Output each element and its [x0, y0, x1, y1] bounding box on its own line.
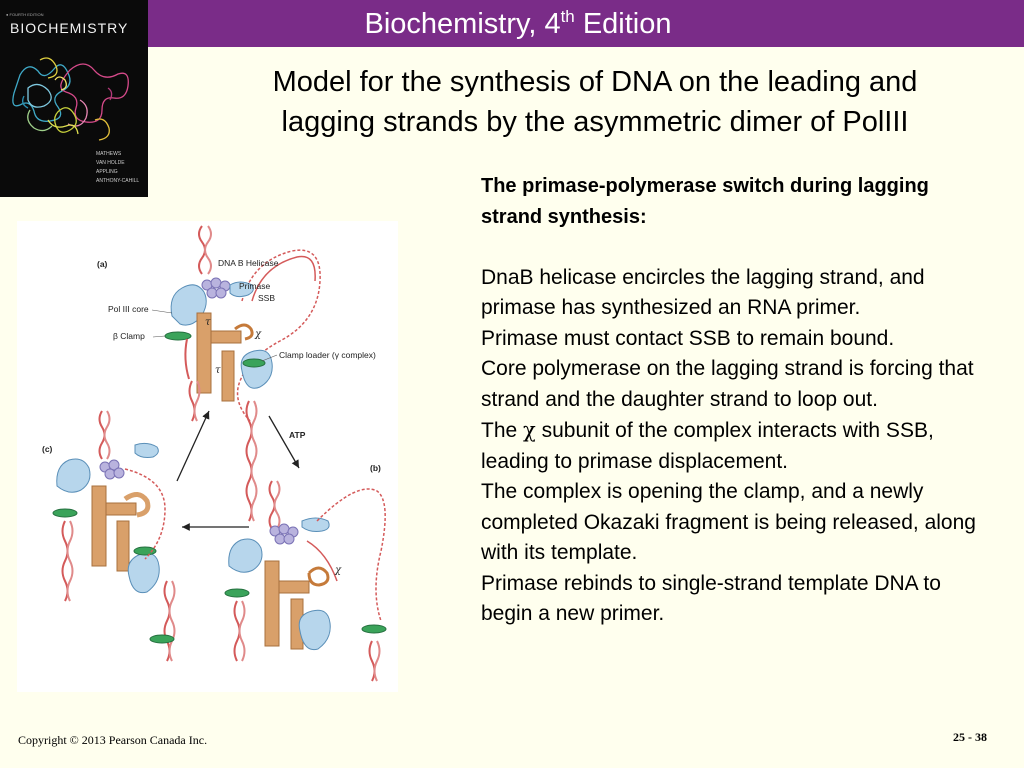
header-title-text: Biochemistry, 4 [364, 8, 561, 40]
paragraph: The χ subunit of the complex interacts w… [481, 415, 981, 477]
cover-author: VAN HOLDE [96, 160, 125, 166]
paragraph-text: subunit of the complex interacts with SS… [481, 419, 934, 473]
paragraph: DnaB helicase encircles the lagging stra… [481, 265, 925, 320]
header-title: Biochemistry, 4th Edition [148, 4, 888, 44]
chi-label-b: χ [334, 565, 342, 576]
panel-a-diagram: τ τ χ [164, 225, 321, 522]
paragraph: Primase rebinds to single-strand templat… [481, 571, 941, 626]
header-title-edition: Edition [574, 8, 672, 40]
label-atp: ATP [289, 430, 306, 440]
tau-label-a2: τ [215, 365, 221, 376]
header-title-superscript: th [560, 7, 575, 26]
cover-edition-label: ● FOURTH EDITION [6, 12, 44, 17]
panel-b-label: (b) [370, 463, 381, 473]
text-heading: The primase-polymerase switch during lag… [481, 175, 929, 228]
label-pol-iii-core: Pol III core [108, 304, 149, 314]
copyright-notice: Copyright © 2013 Pearson Canada Inc. [18, 733, 208, 747]
paragraph: Core polymerase on the lagging strand is… [481, 357, 974, 411]
panel-c-diagram [52, 410, 176, 662]
cover-author: APPLING [96, 169, 118, 175]
cover-author: MATHEWS [96, 151, 122, 157]
explanation-text: The primase-polymerase switch during lag… [481, 171, 981, 630]
header-bar [148, 0, 1024, 47]
slide-title: Model for the synthesis of DNA on the le… [200, 62, 990, 142]
label-primase: Primase [239, 281, 270, 291]
slide-title-line-2: lagging strands by the asymmetric dimer … [281, 106, 909, 138]
paragraph: The complex is opening the clamp, and a … [481, 480, 976, 564]
paragraph: Primase must contact SSB to remain bound… [481, 326, 895, 350]
label-clamp-loader: Clamp loader (γ complex) [279, 350, 376, 360]
arrow-c-to-a [176, 410, 210, 482]
spacer [481, 232, 981, 263]
panel-b-diagram: χ [224, 480, 387, 682]
cover-author: ANTHONY-CAHILL [96, 178, 140, 184]
slide-title-line-1: Model for the synthesis of DNA on the le… [272, 66, 918, 98]
label-beta-clamp: β Clamp [113, 331, 145, 341]
replication-figure: τ τ χ (a) DNA B Helicase Primase SSB Pol… [17, 221, 398, 692]
chi-symbol: χ [523, 418, 536, 442]
cover-authors: MATHEWS VAN HOLDE APPLING ANTHONY-CAHILL [96, 150, 139, 186]
replication-diagram: τ τ χ (a) DNA B Helicase Primase SSB Pol… [42, 225, 387, 682]
label-ssb: SSB [258, 293, 275, 303]
slide-number: 25 - 38 [953, 730, 987, 744]
paragraph-text: The [481, 419, 524, 442]
arrow-a-to-b [268, 415, 300, 469]
cover-title: BIOCHEMISTRY [10, 20, 129, 36]
tau-label-a1: τ [205, 317, 211, 328]
book-cover-image: ● FOURTH EDITION BIOCHEMISTRY MATHEWS VA… [0, 0, 148, 197]
panel-c-label: (c) [42, 444, 53, 454]
panel-a-label: (a) [97, 259, 108, 269]
protein-structure-artwork [12, 57, 129, 141]
label-helicase: DNA B Helicase [218, 258, 279, 268]
chi-label-a: χ [254, 329, 262, 340]
